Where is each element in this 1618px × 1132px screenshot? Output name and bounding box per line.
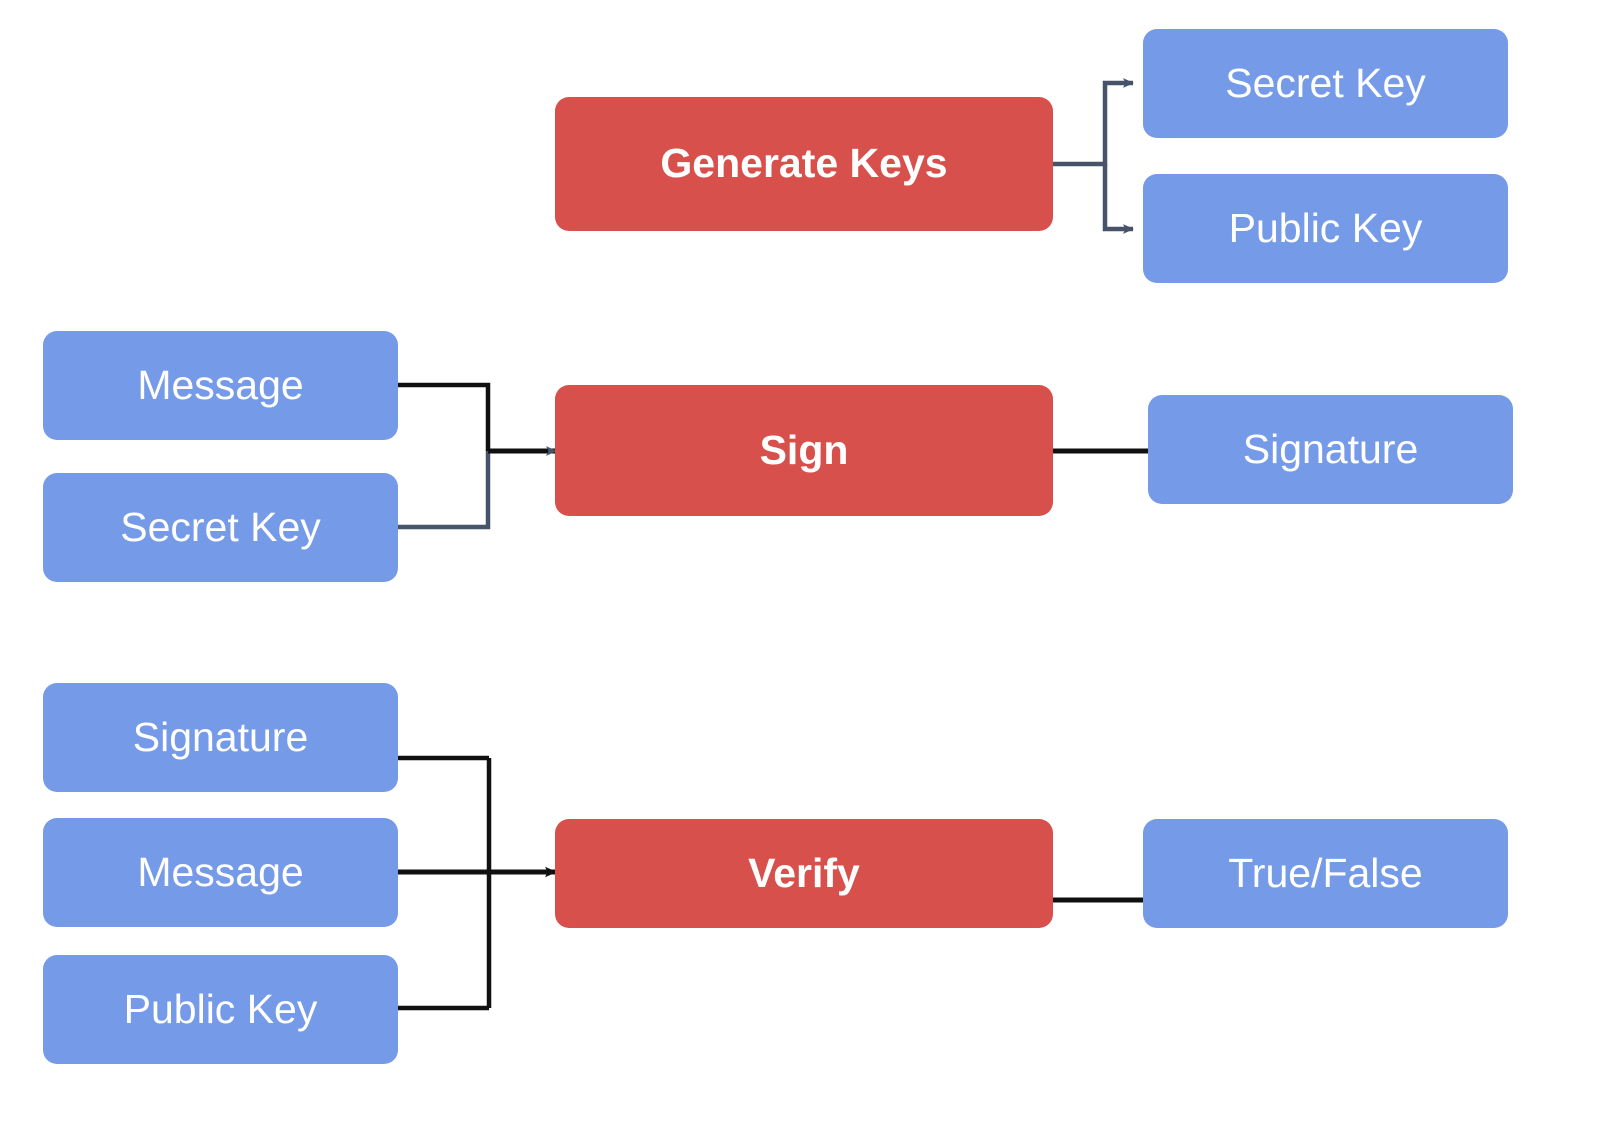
data-secret-key-output-label: Secret Key	[1225, 59, 1426, 106]
process-verify-label: Verify	[748, 849, 860, 896]
connector-secret-key-to-sign	[398, 451, 491, 530]
data-verify-message-input-label: Message	[137, 848, 304, 895]
process-sign[interactable]: Sign	[555, 385, 1053, 516]
data-signature-output[interactable]: Signature	[1148, 395, 1513, 504]
connector-generate-keys-to-secret-key	[1053, 78, 1134, 167]
connector-message-to-sign	[398, 382, 491, 451]
process-sign-label: Sign	[759, 426, 849, 473]
data-true-false-output[interactable]: True/False	[1143, 819, 1508, 928]
process-verify[interactable]: Verify	[555, 819, 1053, 928]
data-secret-key-output[interactable]: Secret Key	[1143, 29, 1508, 138]
process-generate-keys-label: Generate Keys	[660, 140, 948, 187]
data-verify-message-input[interactable]: Message	[43, 818, 398, 927]
process-generate-keys[interactable]: Generate Keys	[555, 97, 1053, 231]
data-verify-public-key-input[interactable]: Public Key	[43, 955, 398, 1064]
data-verify-signature-input-label: Signature	[132, 713, 309, 760]
data-sign-secret-key-input-label: Secret Key	[120, 503, 321, 550]
data-public-key-output-label: Public Key	[1228, 204, 1423, 251]
connector-generate-keys-to-public-key	[1102, 164, 1134, 234]
data-public-key-output[interactable]: Public Key	[1143, 174, 1508, 283]
data-verify-signature-input[interactable]: Signature	[43, 683, 398, 792]
data-verify-public-key-input-label: Public Key	[123, 985, 318, 1032]
data-sign-message-input[interactable]: Message	[43, 331, 398, 440]
data-sign-message-input-label: Message	[137, 361, 304, 408]
data-signature-output-label: Signature	[1242, 425, 1419, 472]
data-sign-secret-key-input[interactable]: Secret Key	[43, 473, 398, 582]
data-true-false-output-label: True/False	[1228, 849, 1423, 896]
